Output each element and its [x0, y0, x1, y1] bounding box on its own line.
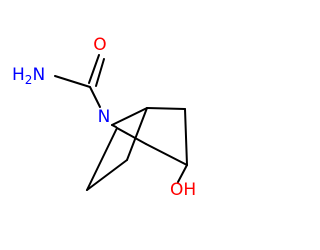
bond-carbonyl-double-b	[95, 58, 105, 87]
bond-carbonyl-bridge-n	[89, 86, 101, 108]
bond-carbonyl-amine	[54, 75, 91, 88]
carbonyl-oxygen-label: O	[93, 35, 106, 55]
amine-n: N	[32, 65, 45, 85]
bond-c7-c6	[86, 159, 128, 191]
amine-h: H	[12, 65, 25, 85]
molecule-canvas: O H2N N OH	[12, 35, 197, 200]
amine-subscript: 2	[25, 73, 33, 87]
bond-n-c5	[111, 124, 117, 128]
bond-c6-c5	[86, 127, 118, 191]
bond-c3-c4	[145, 143, 188, 166]
bridge-nitrogen-label: N	[98, 107, 111, 127]
hydroxyl-label: OH	[170, 180, 196, 200]
bond-carbonyl-double-a	[88, 54, 100, 84]
bond-c3-oh	[177, 164, 188, 183]
bond-c2-c3	[184, 108, 188, 166]
bond-c4-c5	[116, 127, 147, 145]
amine-label: H2N	[12, 65, 45, 87]
bond-c1-c2	[146, 107, 186, 110]
molecule-structure: O H2N N OH	[12, 35, 196, 200]
bond-c1-c7	[126, 107, 148, 161]
bond-n-c1	[111, 107, 148, 126]
